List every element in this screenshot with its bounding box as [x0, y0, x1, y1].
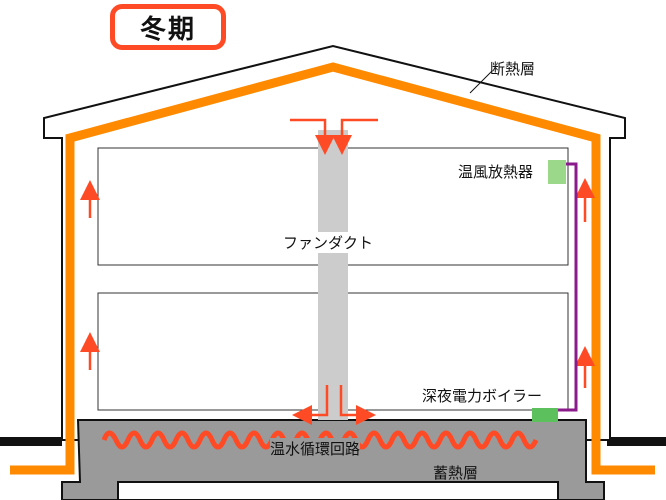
boiler-label: 深夜電力ボイラー	[422, 387, 543, 405]
ground-right	[607, 437, 666, 446]
insulation-label: 断熱層	[490, 60, 536, 78]
insulation-leader-line	[469, 70, 493, 94]
hot-water-loop-label: 温水循環回路	[270, 438, 361, 459]
slab-notch	[117, 481, 559, 500]
insulation-layer	[10, 62, 655, 475]
duct-outlet-arrow-left	[292, 385, 329, 425]
fan-duct-label: ファンダクト	[283, 232, 374, 253]
duct-outlet-arrow-right	[339, 385, 376, 425]
night-power-boiler	[532, 408, 558, 422]
season-badge: 冬期	[110, 4, 226, 50]
thermal-storage-label: 蓄熱層	[433, 464, 479, 482]
ground-left	[0, 437, 62, 446]
hot-water-pipe	[558, 162, 578, 412]
duct-intake-arrow-left	[290, 118, 335, 155]
warm-air-radiator	[548, 160, 566, 184]
radiator-label: 温風放熱器	[458, 163, 534, 181]
fan-duct	[318, 130, 348, 420]
duct-intake-arrow-right	[332, 118, 378, 155]
